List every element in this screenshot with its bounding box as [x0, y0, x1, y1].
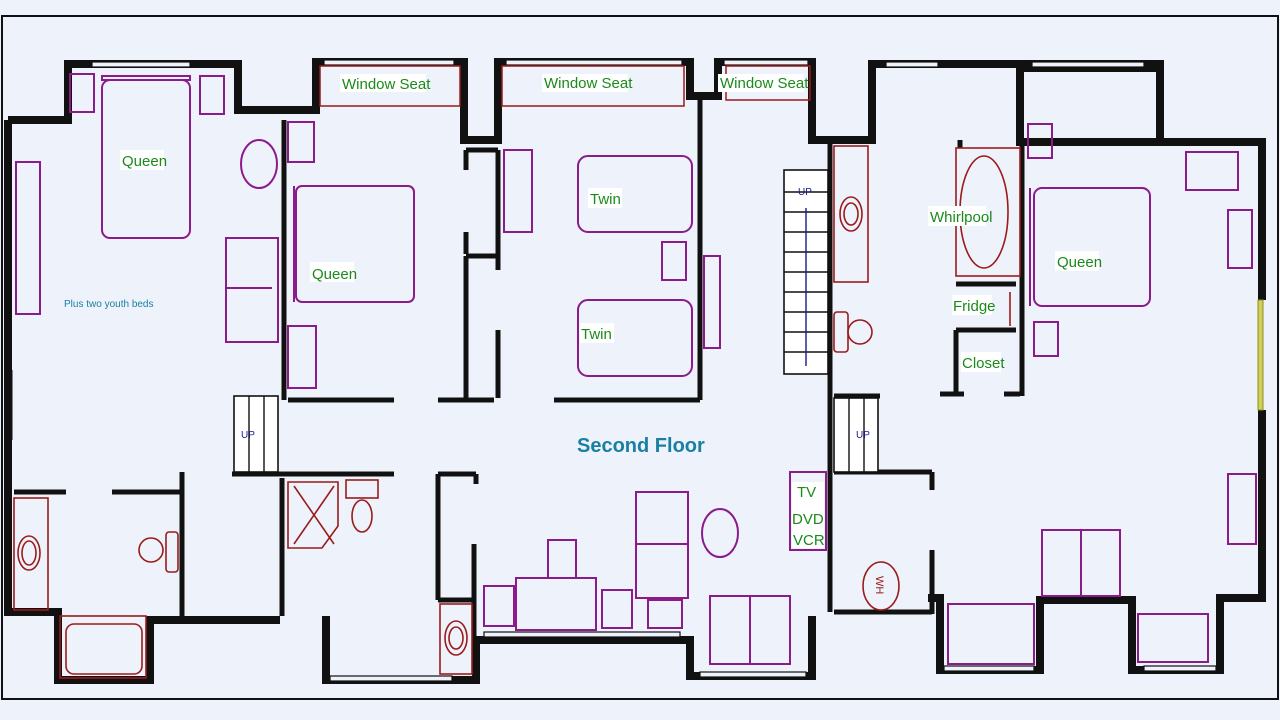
ottoman [647, 599, 683, 629]
chair [1227, 209, 1253, 269]
chair [483, 585, 515, 627]
nightstand [287, 121, 315, 163]
bed-queen [295, 185, 415, 303]
toilet [138, 537, 164, 563]
plan-frame [1, 15, 1279, 700]
bed-queen [101, 79, 191, 239]
round-table [701, 508, 739, 558]
nightstand [287, 325, 317, 389]
sofa [947, 603, 1035, 665]
dresser [15, 161, 41, 315]
nightstand [1033, 321, 1059, 357]
door-glass [1257, 299, 1264, 411]
nightstand [661, 241, 687, 281]
chair [601, 589, 633, 629]
sofa [1137, 613, 1209, 663]
plan-title: Second Floor [577, 435, 705, 457]
dresser [703, 255, 721, 349]
vanity [439, 603, 473, 675]
right-staircase [833, 397, 879, 473]
stair-left-up: UP [241, 430, 255, 441]
bed-twin [577, 299, 693, 377]
label-water-heater: WH [873, 576, 885, 594]
label-vcr: VCR [793, 532, 825, 549]
windows [91, 59, 1264, 682]
labels: Window Seat Window Seat Window Seat Quee… [64, 74, 1102, 594]
interior-walls [7, 100, 1025, 640]
left-staircase [233, 395, 279, 473]
bathtub [59, 615, 147, 679]
label-queen-1: Queen [122, 153, 167, 170]
note-youth-beds: Plus two youth beds [64, 299, 154, 310]
label-queen-2: Queen [312, 266, 357, 283]
toilet-tank [345, 479, 379, 499]
nightstand [69, 73, 95, 113]
desk [1185, 151, 1239, 191]
label-closet: Closet [962, 355, 1005, 372]
label-whirlpool: Whirlpool [930, 209, 993, 226]
label-fridge: Fridge [953, 298, 996, 315]
water-heater [862, 561, 900, 611]
round-table [240, 139, 278, 189]
toilet [351, 499, 373, 533]
label-window-seat-1: Window Seat [342, 76, 431, 93]
bed-queen [1033, 187, 1151, 307]
stair-main-up: UP [798, 187, 812, 198]
label-tv: TV [797, 484, 816, 501]
furniture [15, 73, 1257, 665]
dresser [503, 149, 533, 233]
vanity [13, 497, 49, 611]
stairs [233, 169, 879, 473]
label-window-seat-3: Window Seat [720, 75, 809, 92]
label-queen-3: Queen [1057, 254, 1102, 271]
chair [547, 539, 577, 579]
vanity [833, 145, 869, 283]
nightstand [1027, 123, 1053, 159]
dresser [1227, 473, 1257, 545]
bed-twin [577, 155, 693, 233]
tv-cabinet [789, 471, 827, 551]
stair-right-up: UP [856, 430, 870, 441]
toilet [847, 319, 873, 345]
nightstand [199, 75, 225, 115]
label-twin-2: Twin [581, 326, 612, 343]
label-twin-1: Twin [590, 191, 621, 208]
fixtures [13, 145, 1021, 679]
sofa [225, 237, 279, 343]
label-window-seat-2: Window Seat [544, 75, 633, 92]
label-dvd: DVD [792, 511, 824, 528]
